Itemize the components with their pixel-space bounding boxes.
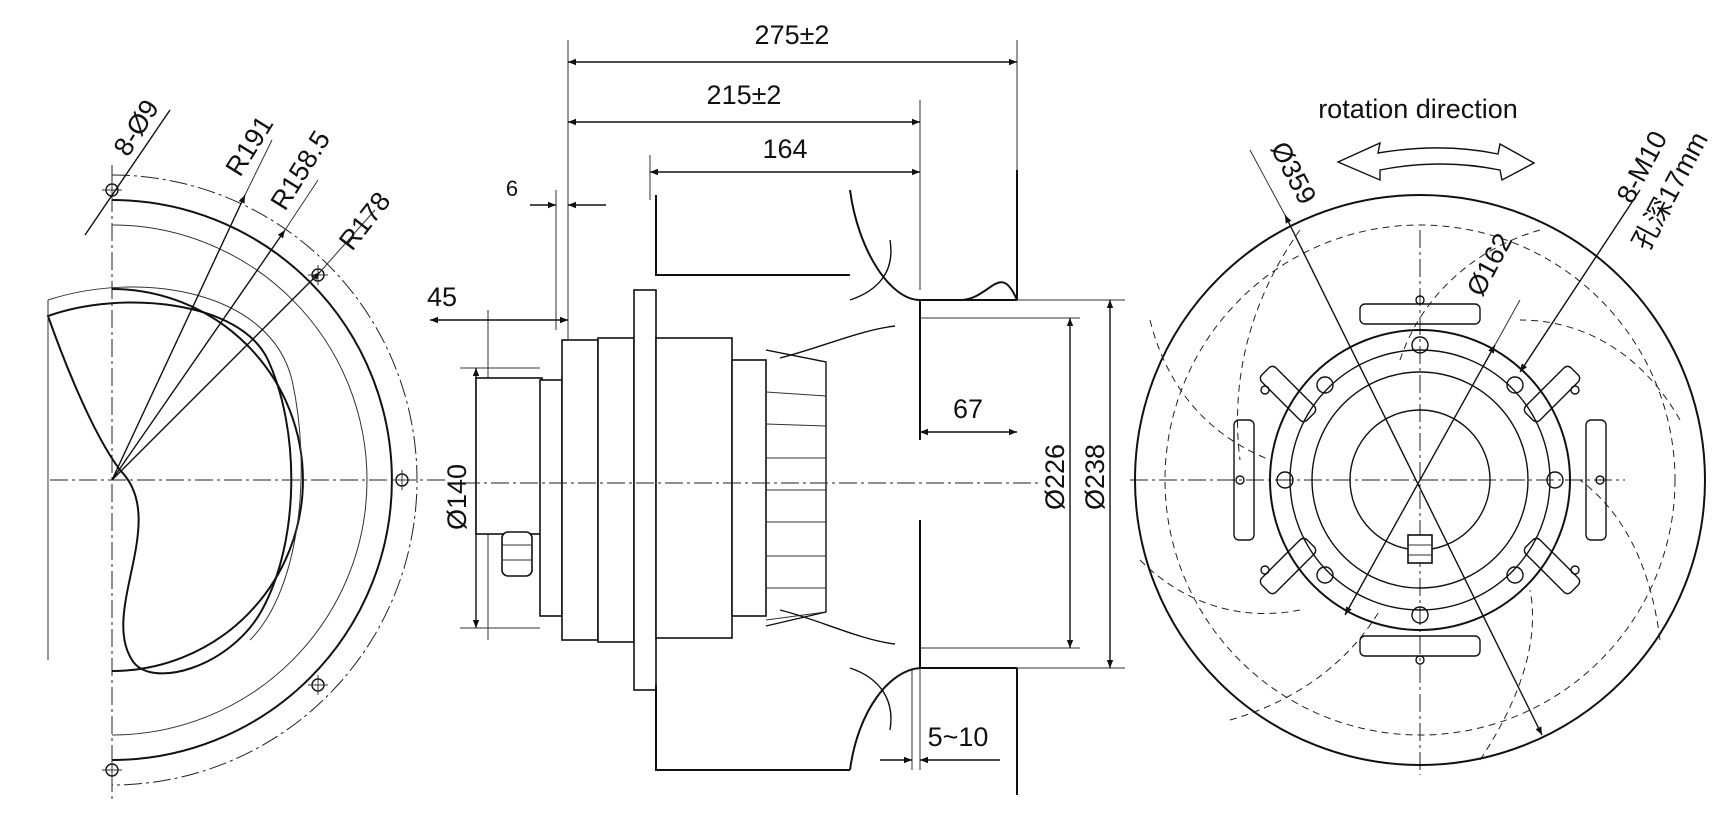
bolt-hole-icon xyxy=(1546,471,1564,489)
r191-leader xyxy=(111,194,246,481)
front-cable-gland xyxy=(1407,534,1433,564)
dim-45-label: 45 xyxy=(427,282,457,312)
motor-body xyxy=(655,337,733,639)
cable-gland xyxy=(501,531,533,577)
inner-opening-offset xyxy=(47,286,302,641)
motor-flange xyxy=(561,339,599,641)
dim-162-line xyxy=(1344,344,1496,616)
rotation-label: rotation direction xyxy=(1318,94,1518,124)
holes-leader xyxy=(84,109,171,236)
dim-359-label: Ø359 xyxy=(1265,137,1323,209)
r178-label: R178 xyxy=(333,186,396,255)
inner-plate-arc xyxy=(111,224,368,736)
side-view: 275±2 215±2 164 6 45 Ø140 xyxy=(427,20,1125,795)
dim-275-label: 275±2 xyxy=(755,20,830,50)
motor-fins xyxy=(765,349,827,627)
dim-238-label: Ø238 xyxy=(1080,444,1110,510)
r158-label: R158.5 xyxy=(265,125,337,215)
dim-6-label: 6 xyxy=(506,176,518,201)
r178-leader xyxy=(111,271,321,481)
mounting-plate-edge xyxy=(633,289,657,691)
front-view: Ø359 Ø162 8-M10 孔深17mm rotation directio… xyxy=(1130,94,1714,775)
dim-215-label: 215±2 xyxy=(707,80,782,110)
thread-leader xyxy=(1519,189,1641,373)
outer-ring xyxy=(1134,194,1706,766)
dim-140-label: Ø140 xyxy=(442,464,472,530)
impeller-blades xyxy=(655,170,1018,795)
r191-label: R191 xyxy=(220,111,280,182)
holes-label: 8-Ø9 xyxy=(108,94,165,161)
dim-67-label: 67 xyxy=(953,394,983,424)
left-view: 8-Ø9 R191 R158.5 R178 xyxy=(46,94,445,800)
dim-359-line xyxy=(1284,214,1543,736)
motor-rear-ring xyxy=(539,379,563,617)
dim-226-label: Ø226 xyxy=(1040,444,1070,510)
inner-opening-outline xyxy=(46,301,293,675)
blade-arcs xyxy=(1139,229,1681,761)
junction-box xyxy=(475,377,543,535)
dim-5-10-label: 5~10 xyxy=(928,722,989,752)
rotor-ring xyxy=(597,337,635,643)
bolt-circle-arc xyxy=(111,174,418,786)
motor-front xyxy=(731,359,767,617)
dim-164-label: 164 xyxy=(762,134,807,164)
rotation-arrow-icon xyxy=(1336,141,1536,182)
r158-leader xyxy=(111,229,286,481)
